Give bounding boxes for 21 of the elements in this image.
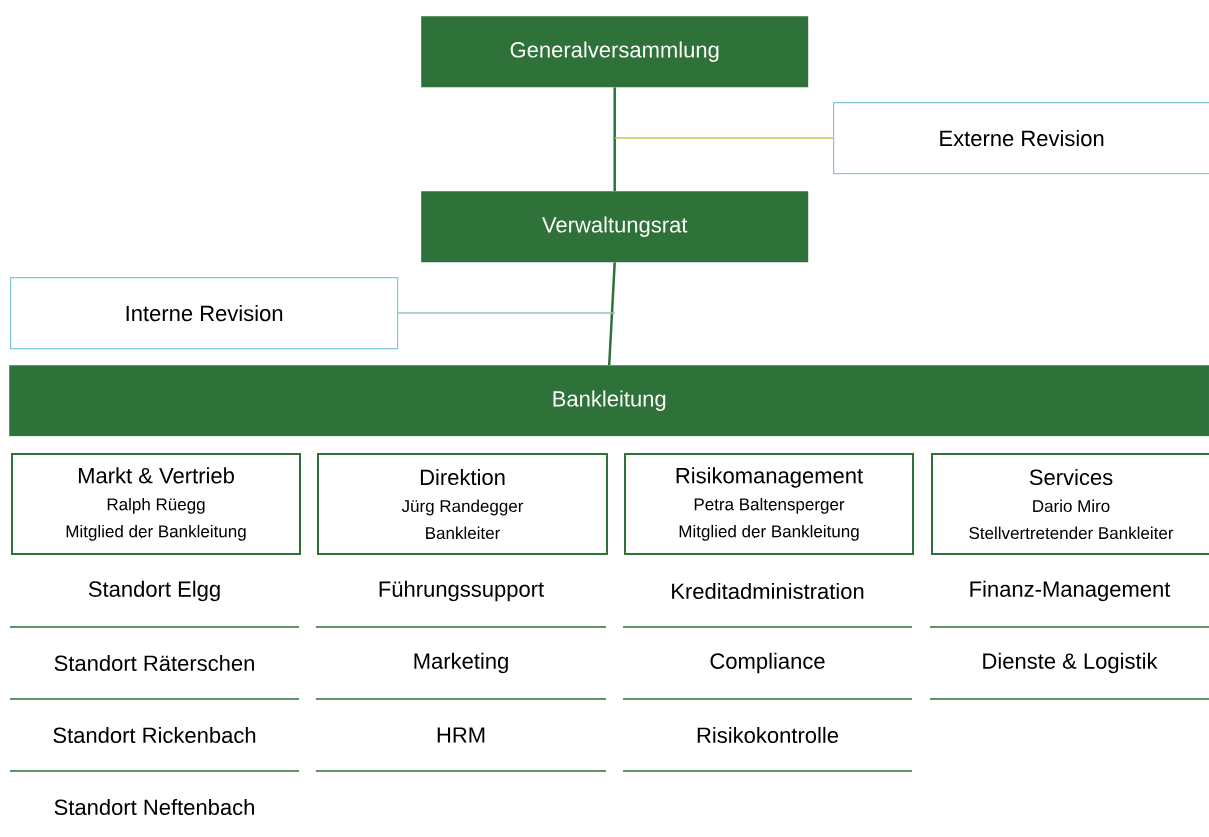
list-item: Marketing bbox=[414, 652, 508, 674]
department-box: Markt & Vertrieb Ralph Rüegg Mitglied der Bankleitung bbox=[11, 453, 301, 555]
list-item: Dienste & Logistik bbox=[983, 652, 1158, 674]
list-item: Kreditadministration bbox=[672, 582, 864, 600]
list-item: Führungssupport bbox=[379, 580, 544, 602]
department-box: Direktion Jürg Randegger Bankleiter bbox=[317, 453, 608, 555]
list-item: Standort Elgg bbox=[88, 580, 220, 602]
organ-box: Verwaltungsrat bbox=[421, 191, 809, 263]
list-item: Risikokontrolle bbox=[697, 726, 839, 744]
revision-box: Interne Revision bbox=[10, 277, 399, 350]
list-item: Compliance bbox=[710, 652, 825, 674]
organ-box: Bankleitung bbox=[9, 365, 1209, 437]
department-box: Risikomanagement Petra Baltensperger Mitglied der Bankleitung bbox=[624, 453, 914, 555]
list-item: Finanz-Management bbox=[970, 580, 1171, 602]
department-box: Services Dario Miro Stellvertretender Bankleiter bbox=[931, 453, 1209, 555]
list-item: HRM bbox=[437, 727, 485, 743]
list-item: Standort Rickenbach bbox=[53, 726, 256, 744]
revision-box: Externe Revision bbox=[833, 102, 1209, 175]
list-item: Standort Räterschen bbox=[54, 654, 254, 672]
list-item: Standort Neftenbach bbox=[54, 798, 254, 816]
organ-box: Generalversammlung bbox=[421, 16, 809, 88]
